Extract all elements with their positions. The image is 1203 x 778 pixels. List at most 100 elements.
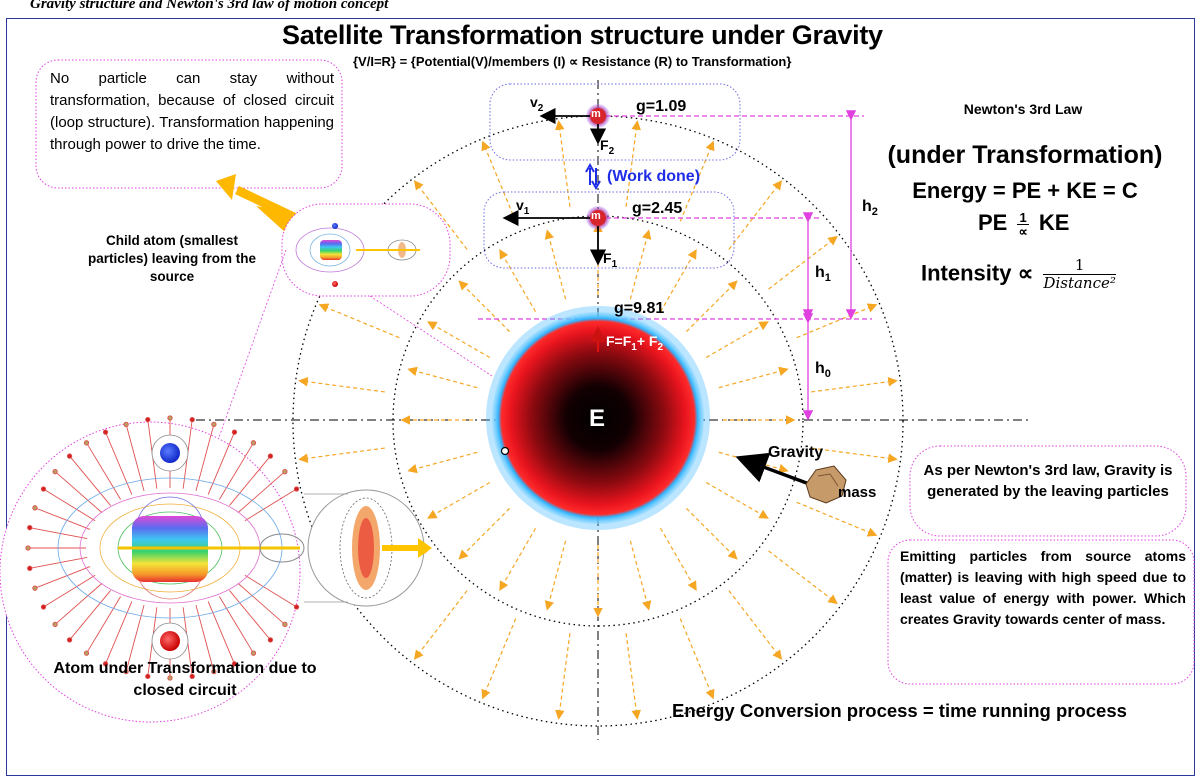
atom-particle xyxy=(267,637,274,643)
atom-particle xyxy=(167,415,173,421)
emitted-particle-arrow xyxy=(629,229,652,300)
emitted-particle-arrow xyxy=(796,501,878,537)
satellite-top-m: m xyxy=(591,108,601,120)
atom-particle xyxy=(52,468,58,475)
h2-label: h2 xyxy=(862,198,878,219)
pe-label: PE xyxy=(978,210,1008,235)
total-force-label: F=F1+ F2 xyxy=(606,333,664,353)
atom-particle xyxy=(32,585,38,591)
emitted-particle-arrow xyxy=(768,550,838,605)
h0-label: h0 xyxy=(815,360,831,381)
emitted-particle-arrow xyxy=(481,618,517,700)
intensity-fraction: 1 Distance² xyxy=(1043,257,1116,292)
atom-particle xyxy=(102,429,109,435)
footer-caption: Energy Conversion process = time running… xyxy=(672,700,1127,721)
atom-spike xyxy=(69,455,111,506)
emitted-particle-arrow xyxy=(679,140,715,222)
child-atom-label: Child atom (smallest particles) leaving … xyxy=(87,233,257,284)
atom-spike xyxy=(86,596,122,654)
satellite-top-core xyxy=(590,108,606,124)
atom-particle xyxy=(282,468,288,475)
emitting-box xyxy=(887,539,1195,685)
emitted-particle-arrow xyxy=(298,447,385,463)
intensity-label: Intensity ∝ xyxy=(921,260,1034,286)
atom-spike xyxy=(105,431,133,495)
emitted-particle-arrow xyxy=(458,280,511,333)
emitted-particle-arrow xyxy=(728,180,783,250)
emitted-particle-arrow xyxy=(705,481,769,519)
ke-label: KE xyxy=(1038,210,1070,235)
emitting-text: Emitting particles from source atoms (ma… xyxy=(900,548,1186,627)
atom-particle xyxy=(27,565,33,571)
intensity-one: 1 xyxy=(1043,257,1116,275)
atom-spike xyxy=(237,471,286,514)
atom-spike xyxy=(229,590,271,641)
atom-particle xyxy=(102,661,109,667)
observer-dot xyxy=(500,446,510,456)
no-particle-box xyxy=(35,59,343,189)
v1-label: v1 xyxy=(516,197,530,217)
atom-under-transformation xyxy=(0,415,432,723)
atom-spike xyxy=(54,471,103,514)
atom-particle xyxy=(189,673,195,680)
atom-particle xyxy=(211,421,217,428)
atom-spike xyxy=(43,488,96,522)
atom-particle xyxy=(40,604,47,610)
intensity-distance: Distance² xyxy=(1043,274,1116,292)
emitted-particle-arrow xyxy=(544,229,567,300)
atom-particle xyxy=(123,421,129,428)
atom-particle xyxy=(52,621,58,628)
emitted-particle-arrow xyxy=(407,366,478,389)
satellite-middle-m: m xyxy=(591,210,601,222)
emitted-particle-arrow xyxy=(768,235,838,290)
newton-gravity-text: As per Newton's 3rd law, Gravity is gene… xyxy=(923,462,1173,500)
emitted-particle-arrow xyxy=(685,280,738,333)
atom-spike xyxy=(229,455,271,506)
diagram-frame xyxy=(6,18,1195,776)
atom-particle xyxy=(145,673,151,680)
atom-spike xyxy=(244,574,297,608)
child-atom-bubble xyxy=(281,203,451,297)
atom-particle xyxy=(83,440,90,446)
atom-particle xyxy=(27,525,33,531)
fraction-prop: ∝ xyxy=(1018,223,1028,239)
work-done-label: (Work done) xyxy=(607,168,701,185)
satellite-box-top xyxy=(489,83,741,161)
f2-label: F2 xyxy=(600,137,615,157)
rock-mass xyxy=(805,465,847,504)
intensity-relation: Intensity ∝ 1 Distance² xyxy=(921,257,1161,292)
emitted-particle-arrow xyxy=(811,447,898,463)
emitted-particle-arrow xyxy=(679,618,715,700)
emitted-particle-arrow xyxy=(659,249,697,313)
work-done-arrows xyxy=(585,162,601,191)
f1-label: F1 xyxy=(603,250,618,270)
satellite-box-middle xyxy=(483,191,735,269)
atom-particle xyxy=(250,440,257,446)
emitted-particle-arrow xyxy=(413,590,468,660)
page-title: Satellite Transformation structure under… xyxy=(282,20,883,50)
atom-particle xyxy=(231,661,238,667)
pe-ke-relation: PE 1 ∝ KE xyxy=(978,210,1138,238)
g-mid-label: g=2.45 xyxy=(632,200,683,217)
atom-spike xyxy=(29,556,88,569)
emitted-particle-arrow xyxy=(659,527,697,591)
atom-particle xyxy=(293,486,300,492)
atom-spike xyxy=(34,507,91,530)
atom-spike xyxy=(29,527,88,540)
newton-sub: (under Transformation) xyxy=(887,141,1163,169)
newton-heading: Newton's 3rd Law xyxy=(963,101,1083,117)
atom-particle xyxy=(66,453,73,459)
child-atom-arrow xyxy=(216,174,312,233)
no-particle-text: No particle can stay without transformat… xyxy=(50,70,334,153)
atom-particle xyxy=(40,486,47,492)
emitted-particle-arrow xyxy=(705,321,769,359)
mass-label: mass xyxy=(838,484,877,501)
atom-particle xyxy=(123,668,129,675)
atom-particle xyxy=(282,621,288,628)
h1-label: h1 xyxy=(815,264,831,285)
emitted-particle-arrow xyxy=(407,451,478,474)
atom-particle xyxy=(32,505,38,511)
earth xyxy=(492,312,704,524)
emitted-particle-arrow xyxy=(728,590,783,660)
